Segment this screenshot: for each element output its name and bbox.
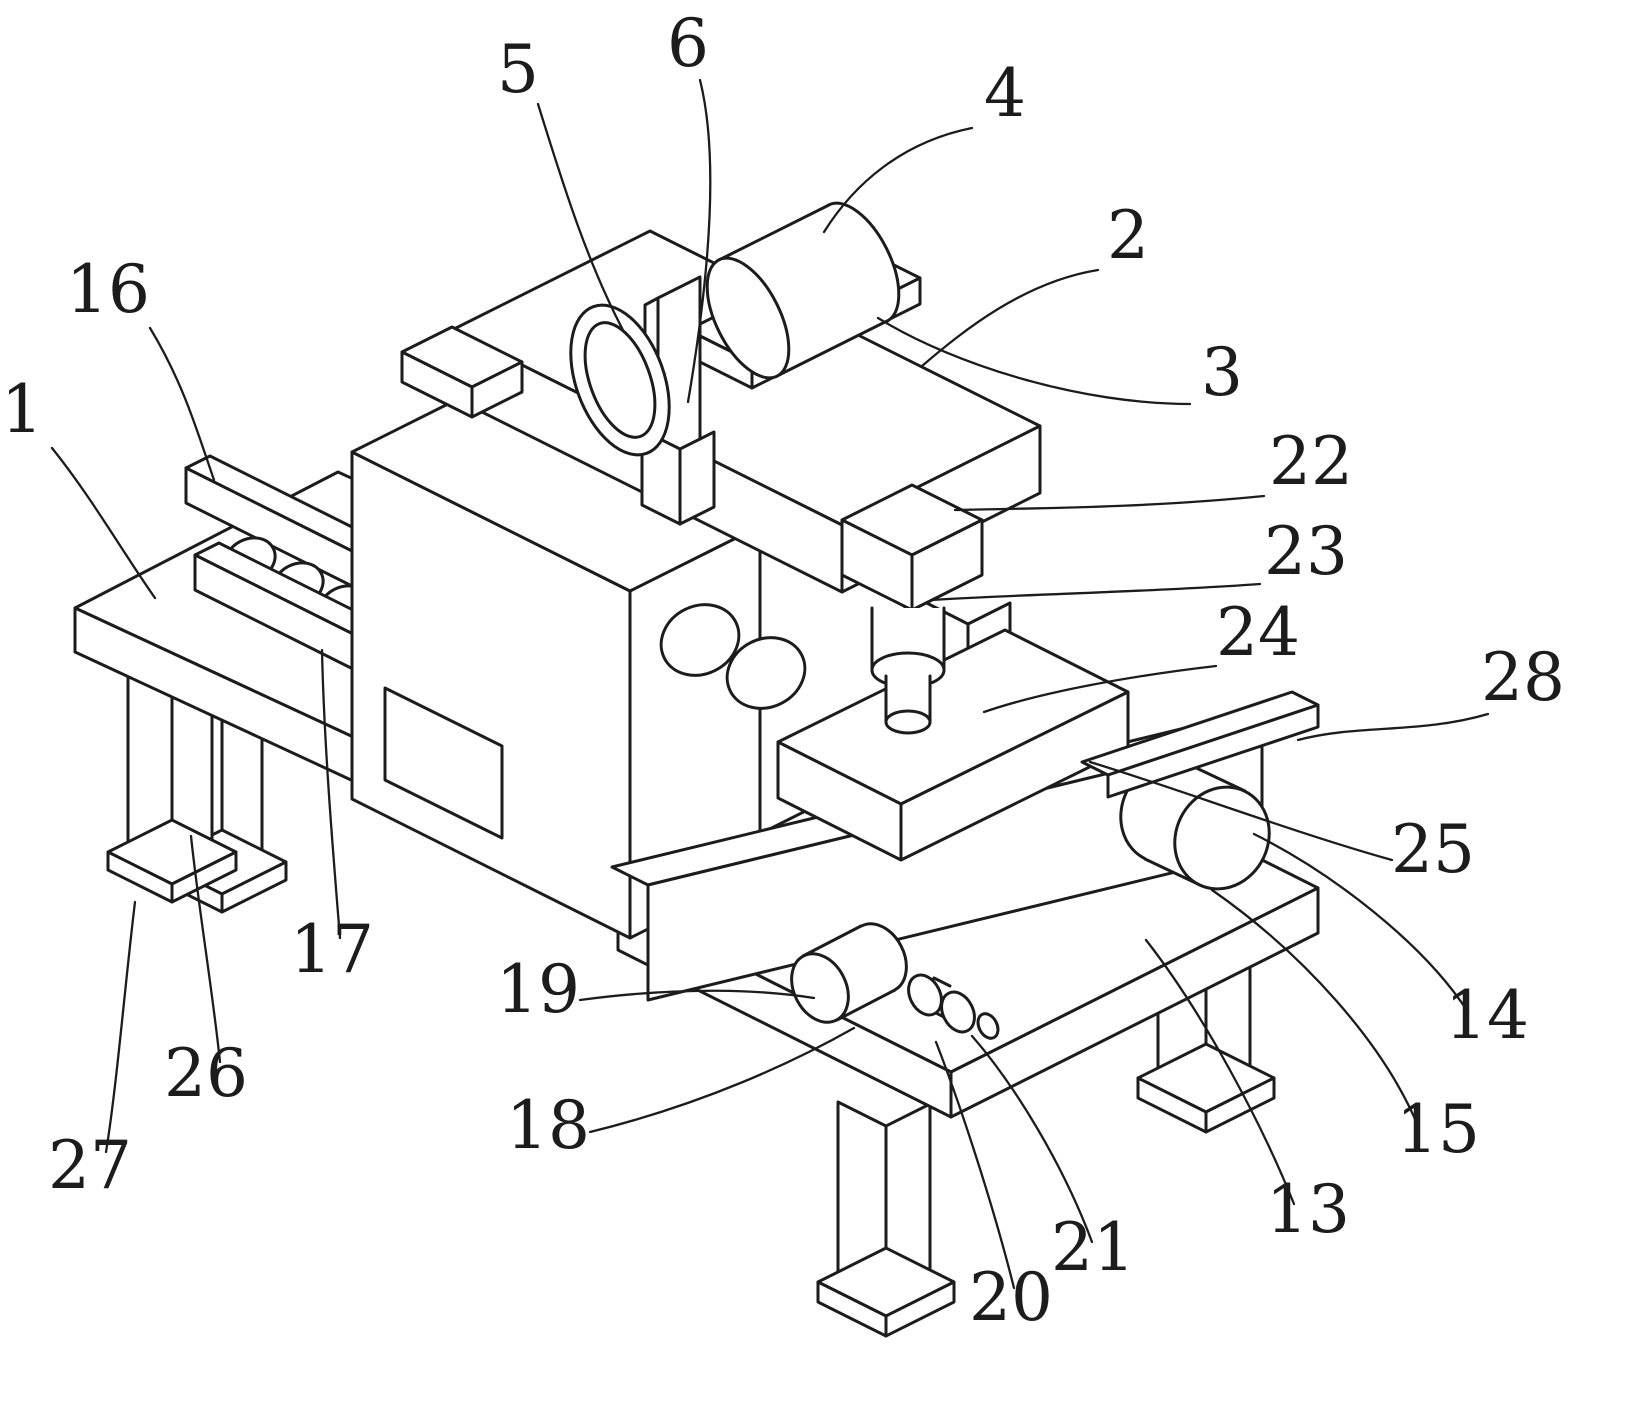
internal-roller-1 bbox=[659, 603, 741, 677]
leader-line-20 bbox=[934, 1040, 1016, 1290]
foot-front-right-face bbox=[170, 850, 238, 904]
leader-line-19 bbox=[578, 989, 816, 1002]
leader-line-1 bbox=[50, 446, 157, 600]
press-assembly bbox=[840, 483, 984, 735]
leader-line-27 bbox=[104, 900, 137, 1154]
leader-line-14 bbox=[1252, 832, 1470, 1014]
small-roller-stub bbox=[976, 1012, 1000, 1040]
machine-drawing bbox=[73, 201, 1320, 1338]
small-roller-disc-1 bbox=[907, 973, 943, 1017]
foot-front-right-face bbox=[1204, 1076, 1276, 1134]
leader-line-2 bbox=[920, 268, 1100, 368]
housing bbox=[350, 385, 807, 940]
reference-number-6: 6 bbox=[667, 5, 709, 82]
drive-roller-front-end bbox=[790, 952, 850, 1024]
reference-number-19: 19 bbox=[496, 951, 580, 1028]
press-block-front-right bbox=[910, 518, 984, 612]
reference-number-14: 14 bbox=[1445, 977, 1529, 1054]
leader-line-24 bbox=[982, 664, 1218, 714]
drive-roller-top-line bbox=[801, 924, 863, 958]
reference-number-3: 3 bbox=[1201, 334, 1243, 411]
right-leg-front bbox=[816, 1100, 956, 1338]
internal-roller-2 bbox=[725, 636, 807, 710]
reference-number-21: 21 bbox=[1051, 1209, 1135, 1286]
small-roller-disc-2 bbox=[940, 990, 976, 1034]
leader-line-5 bbox=[536, 102, 626, 334]
reference-number-1: 1 bbox=[1, 371, 43, 448]
reference-number-23: 23 bbox=[1264, 513, 1348, 590]
roller-shaft-top-line bbox=[932, 976, 952, 988]
leader-line-21 bbox=[970, 1034, 1094, 1244]
reference-number-17: 17 bbox=[290, 911, 374, 988]
reference-number-26: 26 bbox=[164, 1035, 248, 1112]
leader-line-23 bbox=[930, 582, 1262, 602]
reference-number-4: 4 bbox=[984, 55, 1026, 132]
slab-step-front-right bbox=[470, 360, 524, 419]
foot-front-right-face bbox=[884, 1280, 956, 1338]
reference-number-16: 16 bbox=[66, 251, 150, 328]
reference-number-5: 5 bbox=[497, 31, 539, 108]
motor-body-top-line bbox=[717, 203, 831, 262]
leader-line-18 bbox=[588, 1026, 856, 1134]
leader-line-17 bbox=[320, 648, 342, 940]
leader-line-3 bbox=[876, 316, 1192, 406]
reference-number-27: 27 bbox=[48, 1127, 132, 1204]
reference-number-28: 28 bbox=[1481, 639, 1565, 716]
drive-roller-bottom-line bbox=[835, 988, 897, 1022]
reference-number-2: 2 bbox=[1107, 197, 1149, 274]
pulley-assembly bbox=[569, 275, 716, 526]
rail-front-face bbox=[1106, 703, 1320, 799]
press-ram-tip bbox=[884, 709, 932, 735]
leader-line-28 bbox=[1296, 712, 1490, 742]
motor-body-bottom-line bbox=[775, 319, 889, 378]
leader-line-13 bbox=[1144, 938, 1296, 1206]
leader-line-4 bbox=[822, 126, 974, 234]
table-front-right-face bbox=[949, 886, 1320, 1119]
foot-front-right-face bbox=[220, 860, 288, 914]
leader-line-15 bbox=[1210, 888, 1420, 1128]
leader-lines bbox=[50, 78, 1490, 1290]
reference-number-22: 22 bbox=[1269, 423, 1353, 500]
leader-line-6 bbox=[686, 78, 712, 404]
leader-line-26 bbox=[189, 834, 222, 1064]
drive-rollers bbox=[790, 922, 1000, 1040]
motor bbox=[705, 201, 901, 380]
reference-number-25: 25 bbox=[1391, 811, 1475, 888]
reference-number-20: 20 bbox=[969, 1259, 1053, 1336]
leader-line-22 bbox=[953, 494, 1266, 512]
reference-number-15: 15 bbox=[1396, 1091, 1480, 1168]
leader-line-16 bbox=[148, 326, 216, 482]
reference-number-18: 18 bbox=[506, 1087, 590, 1164]
workpiece-box bbox=[776, 628, 1130, 862]
reference-number-24: 24 bbox=[1216, 594, 1300, 671]
press-ram-mask bbox=[886, 676, 930, 722]
left-leg-front bbox=[106, 660, 238, 904]
motor-front-end bbox=[705, 256, 791, 380]
leader-line-25 bbox=[1088, 760, 1394, 862]
bracket-support-right bbox=[678, 430, 716, 526]
reference-number-13: 13 bbox=[1266, 1171, 1350, 1248]
housing-window bbox=[383, 686, 504, 840]
pulley-wheel-inner bbox=[583, 321, 657, 439]
guide-rail bbox=[1080, 690, 1320, 799]
